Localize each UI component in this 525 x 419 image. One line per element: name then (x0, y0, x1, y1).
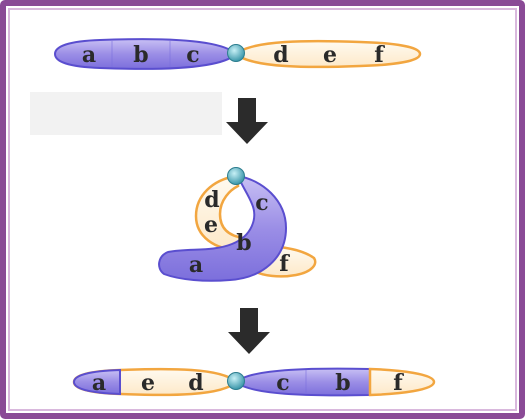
arrow-down-icon (228, 308, 270, 354)
loop-gene-c: c (255, 190, 268, 216)
original-gene-a: a (82, 42, 96, 68)
original-gene-d: d (273, 42, 288, 68)
loop-outer-arm (158, 174, 288, 282)
result-segment-f (368, 367, 436, 397)
original-gene-c: c (186, 42, 199, 68)
loop-gene-d: d (204, 187, 219, 213)
loop-gene-a: a (189, 252, 203, 278)
loop-gene-f: f (279, 251, 290, 277)
arrow-down-icon (226, 98, 268, 144)
result-segment-a (72, 368, 121, 396)
result-gene-c: c (276, 370, 289, 396)
result-gene-d: d (188, 370, 203, 396)
original-gene-b: b (133, 42, 148, 68)
original-gene-e: e (323, 42, 337, 68)
result-gene-e: e (141, 370, 155, 396)
loop-gene-b: b (236, 230, 251, 256)
result-gene-b: b (335, 370, 350, 396)
original-right-arm (234, 39, 422, 69)
result-gene-f: f (393, 370, 404, 396)
result-gene-a: a (92, 370, 106, 396)
inversion-loop: d e c b a f (158, 167, 317, 282)
result-centromere (227, 372, 245, 390)
result-chromosome: a e d c b f (72, 367, 436, 397)
original-chromosome: a b c d e f (53, 38, 422, 70)
original-gene-f: f (374, 42, 385, 68)
blank-label-box (30, 92, 222, 135)
original-centromere (227, 44, 245, 62)
loop-gene-e: e (204, 212, 218, 238)
original-left-arm (53, 38, 238, 70)
frame-inner-border (8, 8, 517, 411)
loop-centromere (227, 167, 245, 185)
